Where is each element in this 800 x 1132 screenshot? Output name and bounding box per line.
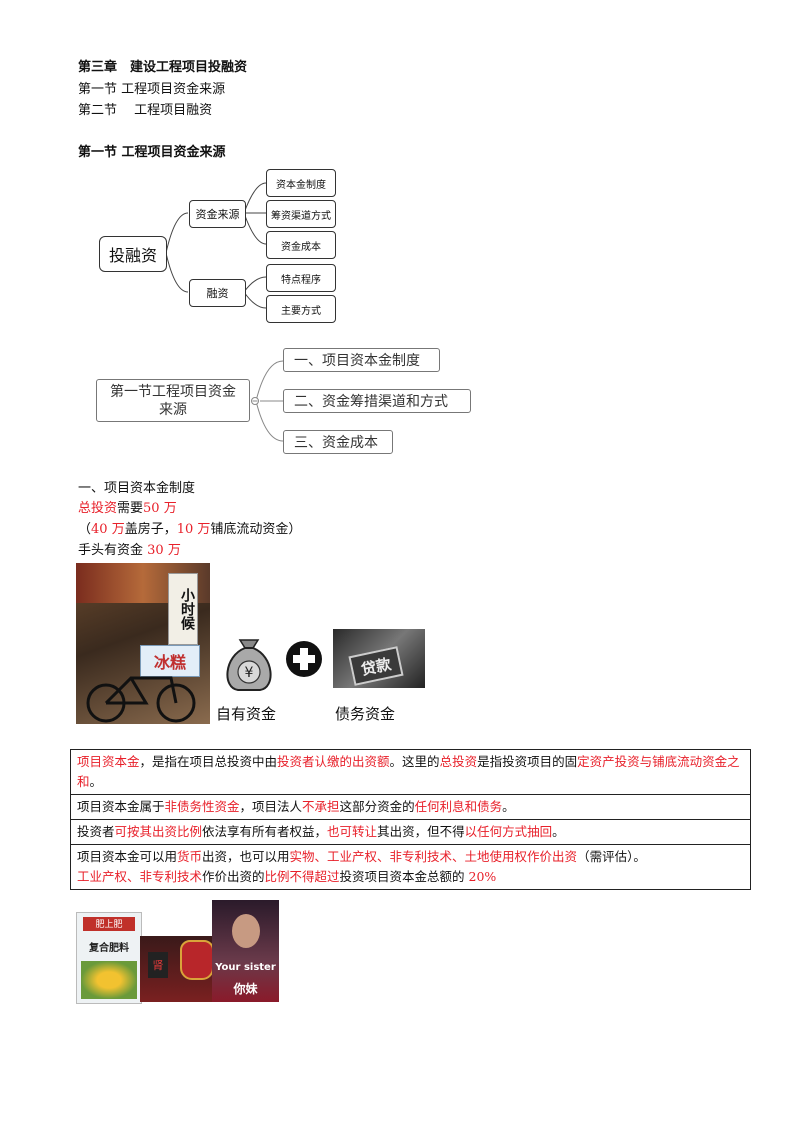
body-text: 项目资本金可以用	[77, 849, 178, 864]
mindmap-root: 投融资	[99, 236, 167, 272]
table-cell: 投资者可按其出资比例依法享有所有者权益，也可转让其出资，但不得以任何方式抽回。	[70, 819, 751, 845]
highlight-text: 非债务性资金	[164, 799, 240, 814]
corn-picture	[81, 961, 137, 999]
bag-brand: 肥上肥	[83, 917, 135, 931]
body-text: 。	[552, 824, 565, 839]
body-text: 。	[89, 774, 103, 789]
table-row: 项目资本金可以用货币出资，也可以用实物、工业产权、非专利技术、土地使用权作价出资…	[70, 844, 751, 890]
body-text: 。	[502, 799, 515, 814]
your-sister-photo: Your sister 你妹	[212, 900, 279, 1002]
highlight-text: 以任何方式抽回	[464, 824, 553, 839]
shop-sign-vertical: 小时候	[168, 573, 198, 645]
table-cell: 项目资本金，是指在项目总投资中由投资者认缴的出资额。这里的总投资是指投资项目的固…	[70, 749, 751, 795]
highlight-text: 比例不得超过	[264, 869, 340, 884]
shop-sign-ice: 冰糕	[140, 645, 200, 677]
caption-debt-funds: 债务资金	[335, 705, 396, 723]
mindmap2-root: 第一节工程项目资金来源	[96, 379, 250, 422]
highlight-text: 项目资本金	[77, 754, 140, 769]
connector-root-a	[165, 212, 189, 254]
example-line-cash: 手头有资金 30 万	[78, 543, 181, 558]
example-heading: 一、项目资本金制度	[78, 481, 196, 496]
body-text: 项目资本金属于	[77, 799, 165, 814]
example-line-breakdown: （40 万盖房子，10 万铺底流动资金）	[78, 522, 302, 537]
mindmap2-item-cost: 三、资金成本	[283, 430, 393, 454]
body-text: 是指投资项目的固	[477, 754, 578, 769]
connector-a-1	[243, 182, 267, 214]
bicycle-icon	[86, 676, 196, 723]
mindmap-branch-financing: 融资	[189, 279, 246, 307]
highlight-text: 也可转让	[327, 824, 378, 839]
section-title: 第一节 工程项目资金来源	[78, 145, 226, 160]
plus-icon	[286, 641, 322, 677]
bag-label: 复合肥料	[89, 943, 129, 954]
mindmap-leaf-methods: 主要方式	[266, 295, 336, 323]
body-text: 出资，也可以用	[202, 849, 290, 864]
body-text: 。这里的	[389, 754, 440, 769]
connector2-3	[255, 400, 284, 442]
connector-a-3	[243, 212, 267, 245]
table-row: 项目资本金，是指在项目总投资中由投资者认缴的出资额。这里的总投资是指投资项目的固…	[70, 749, 751, 795]
connector-root-b	[165, 252, 189, 293]
mask-text: 肾	[148, 952, 168, 978]
connector-b-1	[243, 276, 267, 293]
body-text: 其出资，但不得	[377, 824, 465, 839]
example-line-total: 总投资需要50 万	[78, 501, 177, 516]
shop-photo: 小时候 冰糕	[76, 563, 210, 724]
highlight-text: 定资产投资与铺底流动资金之和	[77, 754, 740, 789]
body-text: 作价出资的	[202, 869, 265, 884]
mindmap-leaf-capital-system: 资本金制度	[266, 169, 336, 197]
table-cell: 项目资本金属于非债务性资金，项目法人不承担这部分资金的任何利息和债务。	[70, 794, 751, 820]
meme-caption-cn: 你妹	[233, 982, 258, 996]
caption-own-funds: 自有资金	[216, 705, 277, 723]
table-row: 投资者可按其出资比例依法享有所有者权益，也可转让其出资，但不得以任何方式抽回。	[70, 819, 751, 845]
highlight-text: 实物、工业产权、非专利技术、土地使用权作价出资	[289, 849, 578, 864]
capital-definition-table: 项目资本金，是指在项目总投资中由投资者认缴的出资额。这里的总投资是指投资项目的固…	[70, 749, 751, 890]
highlight-text: 总投资	[439, 754, 478, 769]
connector2-1	[255, 360, 284, 402]
money-bag-icon: ¥	[226, 639, 272, 691]
mindmap-leaf-features: 特点程序	[266, 264, 336, 292]
body-text: ，是指在项目总投资中由	[139, 754, 278, 769]
loan-sign: 贷款	[348, 646, 404, 686]
ironman-photo: 肾	[140, 936, 212, 1002]
mindmap2-item-capital-system: 一、项目资本金制度	[283, 348, 440, 372]
body-text: ，项目法人	[239, 799, 303, 814]
meme-caption-en: Your sister	[215, 962, 276, 973]
toc-item-1: 第一节 工程项目资金来源	[78, 82, 226, 97]
toc-item-2: 第二节 工程项目融资	[78, 103, 213, 118]
fertilizer-bag-photo: 肥上肥 复合肥料	[76, 912, 142, 1004]
mindmap2-item-channels: 二、资金筹措渠道和方式	[283, 389, 471, 413]
table-row: 项目资本金属于非债务性资金，项目法人不承担这部分资金的任何利息和债务。	[70, 794, 751, 820]
chapter-title: 第三章 建设工程项目投融资	[78, 60, 248, 75]
body-text: 投资者	[77, 824, 115, 839]
highlight-text: 不承担	[302, 799, 340, 814]
highlight-text: 任何利息和债务	[414, 799, 503, 814]
body-text: （需评估）。	[577, 849, 646, 864]
highlight-text: 货币	[177, 849, 203, 864]
mindmap-leaf-cost: 资金成本	[266, 231, 336, 259]
mindmap-leaf-channels: 筹资渠道方式	[266, 200, 336, 228]
highlight-text: 工业产权、非专利技术	[77, 869, 203, 884]
body-text: 依法享有所有者权益，	[202, 824, 328, 839]
body-text: 投资项目资本金总额的	[339, 869, 469, 884]
loan-photo: 贷款	[333, 629, 425, 688]
mindmap-branch-funding-source: 资金来源	[189, 200, 246, 228]
table-cell: 项目资本金可以用货币出资，也可以用实物、工业产权、非专利技术、土地使用权作价出资…	[70, 844, 751, 890]
highlight-text: 20%	[468, 869, 497, 884]
money-bag-symbol: ¥	[245, 665, 254, 681]
highlight-text: 投资者认缴的出资额	[277, 754, 390, 769]
mindmap-2-connectors	[251, 360, 284, 442]
highlight-text: 可按其出资比例	[114, 824, 203, 839]
mindmap-1-connectors	[165, 182, 267, 309]
connector-b-2	[243, 291, 267, 309]
body-text: 这部分资金的	[339, 799, 415, 814]
